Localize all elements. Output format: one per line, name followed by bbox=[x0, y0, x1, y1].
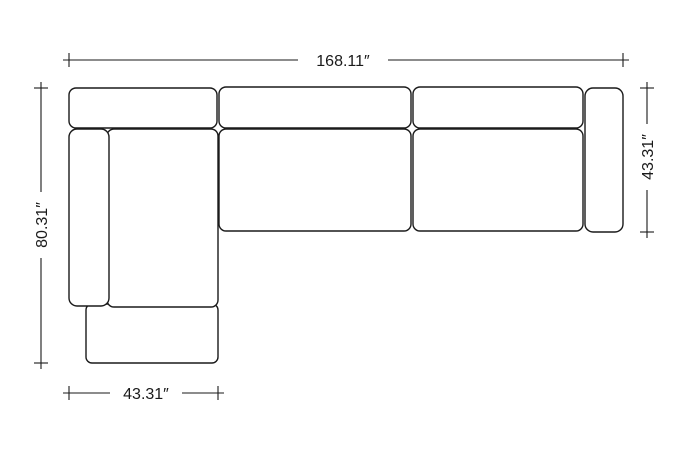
chaise-width-dimension: 43.31″ bbox=[63, 381, 224, 405]
back-cushion-corner bbox=[68, 87, 218, 129]
label-background bbox=[110, 381, 182, 405]
overall-depth-label: 80.31″ bbox=[34, 202, 51, 248]
back-cushion-middle bbox=[218, 86, 412, 129]
sofa-depth-label: 43.31″ bbox=[640, 134, 657, 180]
chaise-footrest bbox=[85, 303, 219, 364]
right-armrest bbox=[584, 87, 624, 233]
label-background bbox=[29, 192, 53, 258]
label-background bbox=[635, 124, 659, 190]
overall-depth-dimension: 80.31″ bbox=[29, 82, 53, 369]
overall-width-dimension: 168.11″ bbox=[63, 48, 629, 72]
label-background bbox=[298, 48, 388, 72]
sofa-depth-dimension: 43.31″ bbox=[635, 82, 659, 238]
overall-width-label: 168.11″ bbox=[316, 53, 370, 70]
back-cushion-right bbox=[412, 86, 584, 129]
seat-cushion-right bbox=[412, 128, 584, 232]
chaise-seat-cushion bbox=[106, 128, 219, 308]
left-armrest bbox=[68, 128, 110, 307]
seat-cushion-middle bbox=[218, 128, 412, 232]
chaise-width-label: 43.31″ bbox=[123, 386, 169, 403]
sofa-outline bbox=[68, 86, 624, 364]
